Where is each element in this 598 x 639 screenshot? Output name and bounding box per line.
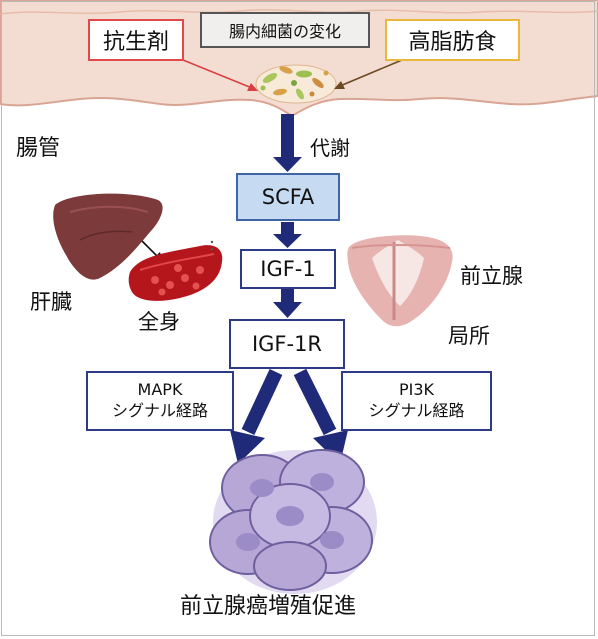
mapk-line1: MAPK bbox=[137, 380, 183, 400]
systemic-label: 全身 bbox=[138, 310, 180, 334]
blood-vessel-icon bbox=[128, 245, 223, 301]
prostate-icon bbox=[347, 235, 453, 327]
mapk-line2: シグナル経路 bbox=[111, 401, 208, 420]
prostate-label: 前立腺 bbox=[460, 264, 523, 288]
microbiome-change-label: 腸内細菌の変化 bbox=[228, 22, 341, 41]
igf1-box: IGF-1 bbox=[240, 249, 336, 289]
scfa-box: SCFA bbox=[236, 173, 340, 221]
bacteria-cluster-icon bbox=[255, 64, 337, 104]
pi3k-line1: PI3K bbox=[398, 380, 435, 400]
liver-icon bbox=[53, 193, 163, 280]
high-fat-diet-label: 高脂肪食 bbox=[408, 30, 497, 55]
igf1r-box: IGF-1R bbox=[229, 319, 345, 369]
antibiotic-label: 抗生剤 bbox=[102, 30, 169, 55]
mapk-pathway-box: MAPK シグナル経路 bbox=[86, 371, 234, 431]
tumor-cells-icon bbox=[209, 449, 377, 594]
metabolism-label: 代謝 bbox=[310, 136, 350, 160]
pi3k-line2: シグナル経路 bbox=[368, 401, 465, 420]
gut-label: 腸管 bbox=[16, 136, 61, 161]
igf1r-label: IGF-1R bbox=[251, 332, 323, 356]
liver-label: 肝臓 bbox=[30, 290, 72, 314]
pi3k-pathway-box: PI3K シグナル経路 bbox=[341, 371, 492, 431]
microbiome-change-box: 腸内細菌の変化 bbox=[200, 12, 370, 48]
high-fat-diet-box: 高脂肪食 bbox=[385, 19, 520, 61]
antibiotic-box: 抗生剤 bbox=[88, 19, 184, 61]
scfa-label: SCFA bbox=[261, 185, 315, 209]
igf1-label: IGF-1 bbox=[260, 257, 316, 281]
outcome-label: 前立腺癌増殖促進 bbox=[180, 594, 357, 619]
local-label: 局所 bbox=[448, 324, 490, 348]
